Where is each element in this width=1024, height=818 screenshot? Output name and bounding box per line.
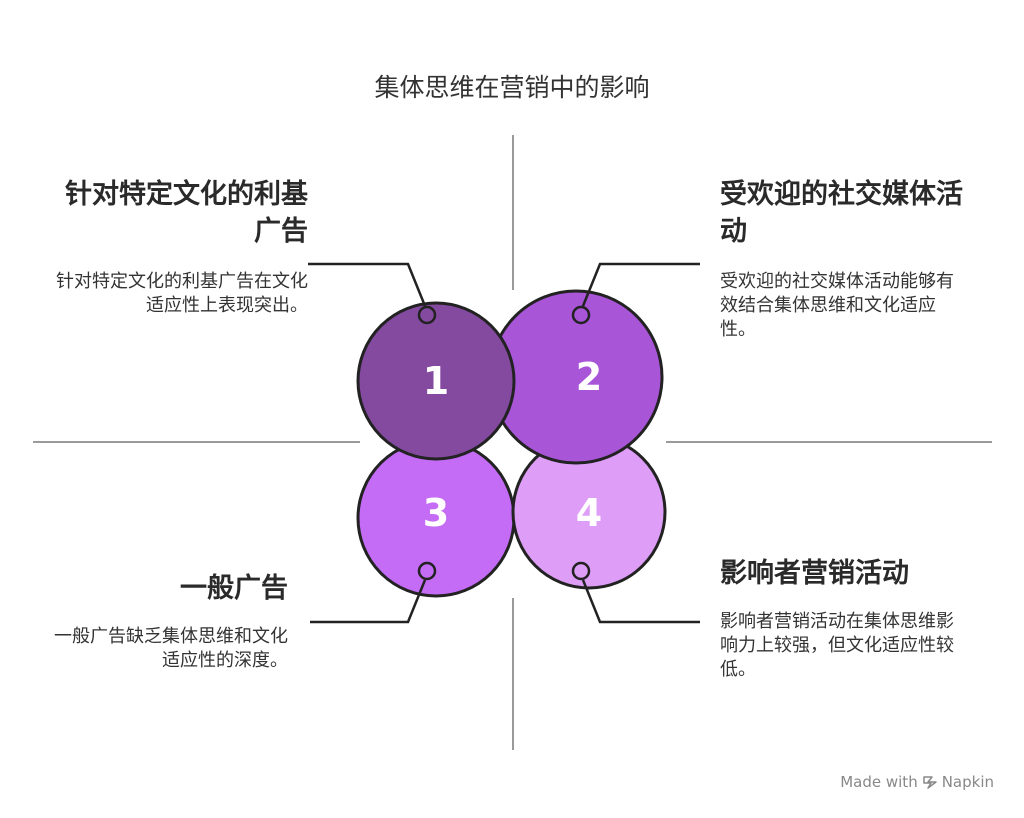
circle-1 — [356, 301, 516, 461]
circle-number-3: 3 — [423, 491, 449, 535]
quadrant-2-heading: 受欢迎的社交媒体活动 — [720, 179, 963, 247]
connector-3 — [310, 579, 427, 624]
connector-dot-1 — [417, 305, 437, 325]
napkin-logo-icon — [922, 776, 937, 789]
connector-1 — [308, 262, 427, 307]
connector-2 — [581, 262, 700, 307]
quadrant-2-description: 受欢迎的社交媒体活动能够有效结合集体思维和文化适应性。 — [720, 271, 954, 340]
quadrant-1-description: 针对特定文化的利基广告在文化适应性上表现突出。 — [56, 271, 308, 316]
napkin-watermark[interactable]: Made with Napkin — [840, 773, 994, 791]
circle-number-2: 2 — [576, 355, 602, 399]
quadrant-3-description: 一般广告缺乏集体思维和文化适应性的深度。 — [54, 626, 288, 671]
quadrant-4-heading: 影响者营销活动 — [720, 558, 909, 589]
quadrant-3-heading: 一般广告 — [180, 573, 288, 604]
connector-4 — [581, 579, 700, 624]
quadrant-1-heading: 针对特定文化的利基广告 — [65, 179, 308, 247]
connector-dot-2 — [571, 305, 591, 325]
page-title: 集体思维在营销中的影响 — [374, 73, 650, 102]
made-with-label: Made with — [840, 773, 918, 791]
quadrant-4-description: 影响者营销活动在集体思维影响力上较强，但文化适应性较低。 — [720, 611, 954, 680]
circle-number-4: 4 — [576, 491, 602, 535]
connector-dot-4 — [571, 561, 591, 581]
circle-number-1: 1 — [423, 359, 449, 403]
connector-dot-3 — [417, 561, 437, 581]
napkin-brand-label: Napkin — [941, 773, 994, 791]
